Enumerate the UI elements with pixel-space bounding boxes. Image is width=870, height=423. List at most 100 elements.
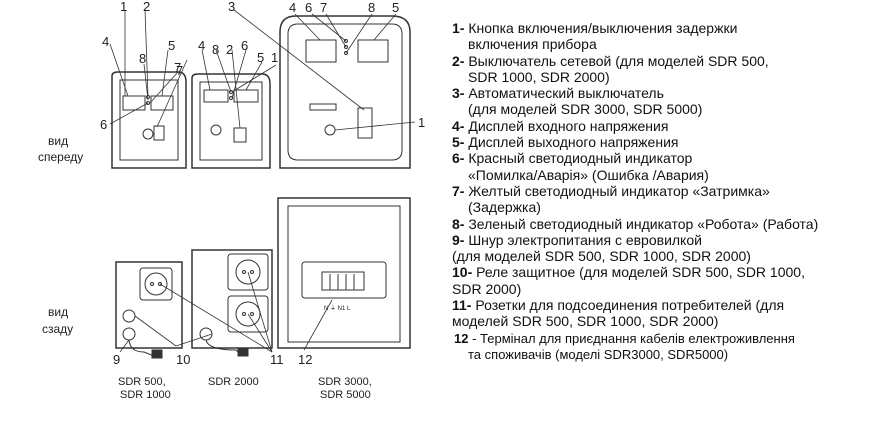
legend-text: Розетки для подсоединения потребителей (… (475, 297, 785, 314)
front-callout: 8 (212, 42, 219, 57)
view-front-label: вид (48, 134, 68, 148)
legend-text: Автоматический выключатель (468, 85, 664, 102)
legend-item-line: 3- Автоматический выключатель (452, 85, 864, 101)
legend-text: та споживачів (моделі SDR3000, SDR5000) (468, 346, 729, 362)
legend-number: 6- (452, 150, 465, 167)
legend-text: Выключатель сетевой (для моделей SDR 500… (468, 52, 769, 69)
legend-text: Реле защитное (для моделей SDR 500, SDR … (476, 264, 805, 281)
front-callout: 1 (418, 115, 425, 130)
legend-item-line: 6- Красный светодиодный индикатор (452, 150, 864, 166)
legend-text: SDR 2000) (452, 280, 522, 297)
view-front-label: спереду (38, 150, 83, 164)
legend-text: (Задержка) (468, 199, 541, 216)
front-callout: 2 (226, 42, 233, 57)
front-callout: 6 (305, 0, 312, 15)
legend-item-line: 7- Желтый светодиодный индикатор «Затрим… (452, 183, 864, 199)
legend-text: Кнопка включения/выключения задержки (468, 20, 738, 36)
model-caption-large: SDR 3000, (318, 376, 372, 388)
legend-item-line: (для моделей SDR 3000, SDR 5000) (452, 101, 864, 117)
legend-item-line: включения прибора (452, 36, 864, 52)
legend-item-line: SDR 2000) (452, 281, 864, 297)
legend-item-line: (для моделей SDR 500, SDR 1000, SDR 2000… (452, 248, 864, 264)
legend-number: 2- (452, 52, 465, 69)
legend-text: Зеленый светодиодный индикатор «Робота» … (468, 215, 819, 232)
legend-item-line: SDR 1000, SDR 2000) (452, 69, 864, 85)
legend-text: (для моделей SDR 3000, SDR 5000) (468, 101, 703, 118)
legend-text: Красный светодиодный индикатор (468, 150, 693, 167)
model-caption-medium: SDR 2000 (208, 376, 259, 388)
front-callout: 8 (368, 0, 375, 15)
legend-number: 5- (452, 134, 465, 151)
back-small-unit (115, 261, 183, 359)
back-callout: 9 (113, 352, 120, 367)
front-callout: 5 (392, 0, 399, 15)
front-callout: 4 (198, 38, 205, 53)
front-callout: 1 (120, 0, 127, 14)
legend-text: (для моделей SDR 500, SDR 1000, SDR 2000… (452, 248, 751, 265)
back-callout: 11 (270, 352, 284, 367)
legend-number: 8- (452, 215, 465, 232)
front-callout: 4 (102, 34, 109, 49)
front-large-unit (279, 15, 411, 169)
legend-number: 9- (452, 231, 465, 248)
back-callout: 10 (176, 352, 190, 367)
front-callout: 3 (228, 0, 235, 14)
legend-item-line: 9- Шнур электропитания с евровилкой (452, 232, 864, 248)
legend-text: включения прибора (468, 36, 597, 53)
front-callout: 8 (139, 51, 146, 66)
back-callout: 12 (298, 352, 312, 367)
back-medium-unit (191, 249, 273, 357)
legend-number: 7- (452, 182, 465, 199)
legend-item-line: моделей SDR 500, SDR 1000, SDR 2000) (452, 313, 864, 329)
legend-text: Шнур электропитания с евровилкой (468, 231, 702, 248)
legend-item-line: та споживачів (моделі SDR3000, SDR5000) (452, 347, 864, 362)
legend-text: Желтый светодиодный индикатор «Затримка» (468, 182, 770, 199)
front-callout: 5 (257, 50, 264, 65)
legend-item-line: 10- Реле защитное (для моделей SDR 500, … (452, 264, 864, 280)
front-callout: 2 (143, 0, 150, 14)
front-callout: 7 (174, 60, 181, 75)
legend-item-line: 5- Дисплей выходного напряжения (452, 134, 864, 150)
legend-text: SDR 1000, SDR 2000) (468, 68, 610, 85)
back-callouts: 9 10 11 12 (113, 352, 312, 367)
legend-item-line: 4- Дисплей входного напряжения (452, 118, 864, 134)
front-callout: 6 (100, 117, 107, 132)
front-callout: 4 (289, 0, 296, 15)
model-caption-large: SDR 5000 (320, 389, 371, 401)
model-caption-small: SDR 500, (118, 376, 166, 388)
legend-number: 12 (454, 330, 469, 346)
legend-number: 10- (452, 264, 473, 281)
legend-text: Дисплей выходного напряжения (468, 134, 679, 151)
legend-item-line: 8- Зеленый светодиодный индикатор «Робот… (452, 216, 864, 232)
legend-text: «Помилка/Аварія» (Ошибка /Авария) (468, 166, 709, 183)
back-large-unit (277, 197, 411, 349)
front-callout: 5 (168, 38, 175, 53)
device-diagram: 1 2 3 4 5 6 7 8 4 8 2 6 5 7 1 4 6 7 8 5 … (38, 0, 425, 401)
legend-item-line: 1- Кнопка включения/выключения задержки (452, 20, 864, 36)
legend-item-line: 12 - Термінал для приєднання кабелів еле… (452, 331, 864, 346)
legend-text: - Термінал для приєднання кабелів електр… (472, 330, 795, 346)
model-caption-small: SDR 1000 (120, 389, 171, 401)
legend-number: 11- (452, 297, 472, 314)
legend-item-line: 11- Розетки для подсоединения потребител… (452, 297, 864, 313)
legend-item-line: 2- Выключатель сетевой (для моделей SDR … (452, 53, 864, 69)
back-leader-lines (119, 271, 333, 353)
legend-item-line: (Задержка) (452, 199, 864, 215)
legend-number: 1- (452, 20, 465, 36)
view-back-label: сзаду (42, 322, 73, 336)
legend-number: 3- (452, 85, 465, 102)
view-back-label: вид (48, 305, 68, 319)
front-leader-lines (109, 9, 416, 131)
front-callout: 7 (320, 0, 327, 15)
legend-item-line: «Помилка/Аварія» (Ошибка /Авария) (452, 167, 864, 183)
legend-text: моделей SDR 500, SDR 1000, SDR 2000) (452, 313, 719, 330)
front-callout: 1 (271, 50, 278, 65)
legend-text: Дисплей входного напряжения (468, 117, 669, 134)
front-callout: 6 (241, 38, 248, 53)
front-medium-unit (191, 73, 271, 169)
terminal-marks: N ⏚ N1 L (324, 305, 351, 312)
front-callout: 7 (176, 63, 183, 78)
front-callouts: 1 2 3 4 5 6 7 8 4 8 2 6 5 7 1 4 6 7 8 5 … (100, 0, 425, 132)
legend-number: 4- (452, 117, 465, 134)
